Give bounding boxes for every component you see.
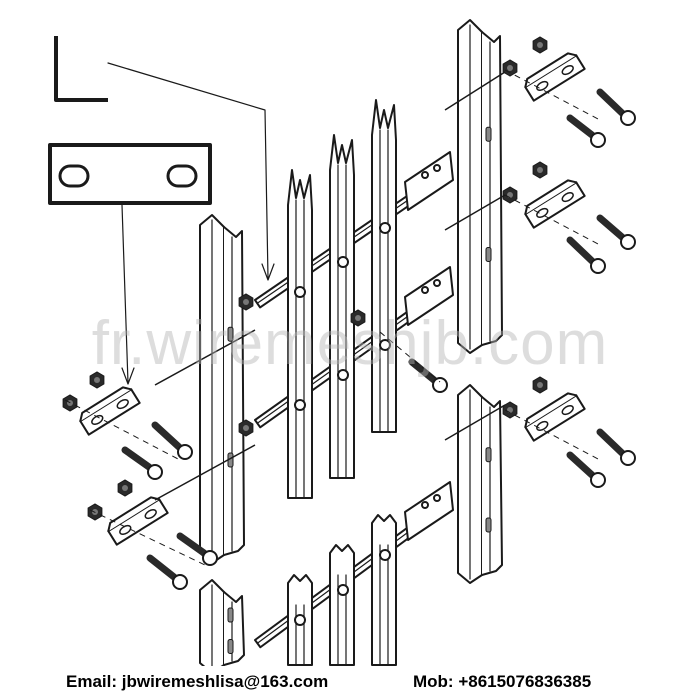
bolt-5-head	[620, 450, 636, 466]
rail-2-hole	[433, 279, 441, 287]
centre-line-6	[379, 331, 441, 383]
bolt-7-head	[177, 444, 193, 460]
bolt-4-head	[590, 258, 606, 274]
bolt-1	[596, 88, 626, 117]
pale-fix-hole-7	[294, 614, 306, 626]
rail-2-hole	[421, 286, 429, 294]
bolt-2-head	[590, 132, 606, 148]
fishplate-detail-slot-left	[58, 164, 90, 188]
nut-7-bore	[94, 377, 100, 383]
leader-plate-arrowhead	[121, 367, 135, 385]
pale-1	[287, 169, 313, 499]
bolt-3-head	[620, 234, 636, 250]
rail-3-hole	[421, 501, 429, 509]
fishplate-bracket-5	[107, 496, 169, 546]
centre-line-1	[504, 69, 601, 121]
nut-12-bore	[243, 299, 249, 305]
fishplate-bracket-4	[79, 386, 141, 436]
rail-2-end-box	[404, 266, 454, 326]
bolt-8	[121, 446, 153, 471]
bolt-6	[566, 451, 596, 479]
bolt-9	[176, 532, 208, 557]
bolt-2	[566, 114, 596, 139]
bolt-8-head	[147, 464, 163, 480]
pale-fix-hole-3	[379, 222, 391, 234]
nut-5-bore	[537, 382, 543, 388]
bolt-7	[151, 421, 183, 451]
centre-line-2	[504, 194, 601, 246]
pale-5	[329, 544, 355, 666]
post-2	[457, 19, 503, 354]
assembly-line-2	[154, 444, 256, 501]
bolt-4	[566, 236, 596, 265]
nut-9-bore	[122, 485, 128, 491]
fishplate-bracket-2	[524, 179, 586, 229]
bolt-10	[146, 554, 178, 581]
nut-13-bore	[243, 425, 249, 431]
rail-1-hole	[433, 164, 441, 172]
pale-6	[371, 514, 397, 666]
pale-fix-hole-1	[294, 286, 306, 298]
assembly-line-4	[444, 194, 506, 231]
nut-3-bore	[537, 167, 543, 173]
brackets-group	[79, 52, 586, 546]
leader-angle-to-rail	[107, 62, 269, 279]
pale-fix-hole-9	[379, 549, 391, 561]
bolt-6-head	[590, 472, 606, 488]
rail-3-end-box	[404, 481, 454, 541]
fishplate-detail-slot-right	[166, 164, 198, 188]
pale-fix-hole-2	[337, 256, 349, 268]
bolt-11	[408, 358, 438, 384]
contact-email: Email: jbwiremeshlisa@163.com	[66, 672, 329, 691]
rail-1-hole	[421, 171, 429, 179]
nut-11-bore	[355, 315, 361, 321]
fishplate-bracket-3	[524, 392, 586, 442]
bolt-3	[596, 214, 626, 241]
posts-group	[199, 19, 503, 674]
bolt-10-head	[172, 574, 188, 590]
post-1	[199, 214, 245, 564]
rail-3-hole	[433, 494, 441, 502]
centre-line-3	[504, 409, 601, 461]
bolt-5	[596, 428, 626, 457]
post-4	[199, 579, 245, 674]
pale-fix-hole-4	[294, 399, 306, 411]
bolt-11-head	[432, 377, 448, 393]
nut-1-bore	[537, 42, 543, 48]
leader-angle-arrowhead	[261, 263, 275, 281]
contact-mobile: Mob: +8615076836385	[413, 672, 592, 691]
pale-fix-hole-5	[337, 369, 349, 381]
pale-fix-hole-8	[337, 584, 349, 596]
pale-3	[371, 99, 397, 433]
assembly-line-1	[154, 329, 256, 386]
pales-group	[287, 99, 397, 666]
rail-1-end-box	[404, 151, 454, 211]
pale-fix-hole-6	[379, 339, 391, 351]
fishplate-bracket-1	[524, 52, 586, 102]
bolt-1-head	[620, 110, 636, 126]
fishplate-detail-box	[48, 143, 212, 205]
angle-section-symbol	[54, 36, 108, 102]
assembly-line-3	[444, 71, 506, 111]
bolt-9-head	[202, 550, 218, 566]
post-3	[457, 384, 503, 584]
leader-plate-to-bracket	[121, 204, 129, 384]
nut-2-bore	[507, 65, 513, 71]
hardware-group	[62, 36, 636, 590]
callouts-group	[48, 36, 275, 385]
assembly-line-5	[444, 404, 506, 441]
contact-footer: Email: jbwiremeshlisa@163.com Mob: +8615…	[0, 666, 700, 700]
pale-2	[329, 134, 355, 479]
